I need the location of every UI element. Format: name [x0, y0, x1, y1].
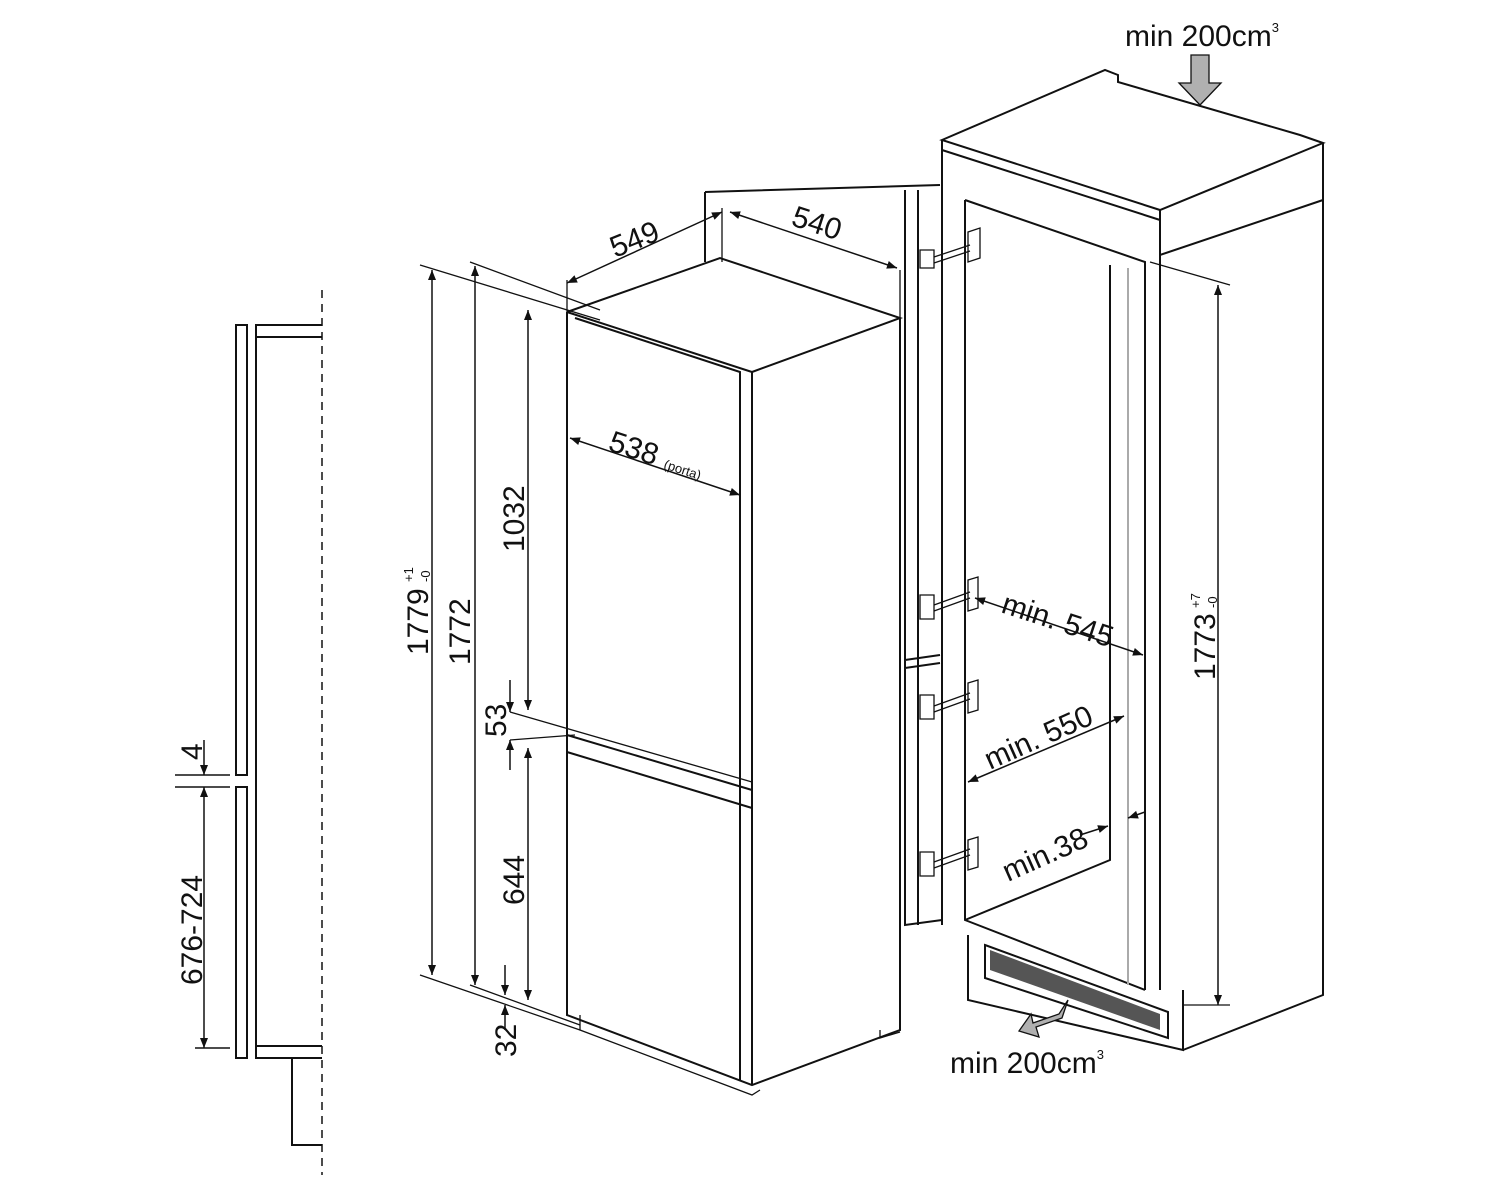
height-1772-label: 1772 — [444, 598, 477, 665]
ventilation-notes: min 200cm3 min 200cm3 — [950, 20, 1279, 1080]
width-540-label: 540 — [788, 200, 846, 247]
vent-opening — [990, 950, 1160, 1030]
depth-549-label: 549 — [605, 215, 664, 264]
gap-extension-lines — [175, 774, 230, 788]
cabinet-opening — [964, 199, 1146, 991]
gap-4-label: 4 — [176, 743, 209, 760]
air-in-arrow-icon — [1177, 54, 1223, 106]
niche-1773-label: 1773 — [1189, 613, 1222, 680]
fridge-top — [566, 256, 904, 373]
niche-1773-tol-plus: +7 — [1188, 593, 1203, 608]
height-1779-tol-plus: +1 — [401, 567, 416, 582]
niche-1773-tol-minus: -0 — [1205, 596, 1220, 608]
cabinet-top — [939, 68, 1326, 212]
gap-53-label: 53 — [480, 704, 513, 737]
height-1779-tol-minus: -0 — [418, 570, 433, 582]
min-38-label: min.38 — [997, 822, 1093, 889]
hinges — [919, 227, 981, 877]
fridge-dimensions: 549 540 538 (porta) 1779 +1 -0 1772 1032… — [401, 200, 901, 1057]
min-550-label: min. 550 — [979, 699, 1098, 776]
cabinet-frame — [941, 140, 1324, 1051]
upper-door-panel — [235, 324, 248, 776]
cabinet-section — [255, 324, 322, 1146]
cabinet-dimensions: min. 545 min. 550 min.38 1773 +7 -0 — [967, 261, 1231, 1006]
open-cabinet-door — [704, 184, 943, 927]
bottom-vent-grille — [967, 935, 1184, 1052]
fridge-appliance — [509, 256, 904, 1096]
vent-bottom-label: min 200cm3 — [950, 1047, 1104, 1080]
fridge-doors — [566, 317, 753, 1080]
height-644-label: 644 — [498, 855, 531, 905]
min-545-label: min. 545 — [998, 587, 1118, 654]
height-1779-label: 1779 — [402, 588, 435, 655]
height-1032-label: 1032 — [498, 485, 531, 552]
base-32-label: 32 — [490, 1024, 523, 1057]
door-538-label: 538 — [605, 425, 663, 472]
door-538-note: (porta) — [662, 457, 703, 483]
door-split-detail — [509, 711, 901, 1096]
section-view: 4 676-724 — [175, 290, 323, 1175]
fridge-body — [566, 311, 901, 1087]
range-676-724-label: 676-724 — [176, 875, 209, 985]
air-in-bottom-arrow-icon — [1017, 999, 1069, 1038]
vent-top-label: min 200cm3 — [1125, 20, 1279, 53]
lower-door-panel — [235, 786, 248, 1059]
